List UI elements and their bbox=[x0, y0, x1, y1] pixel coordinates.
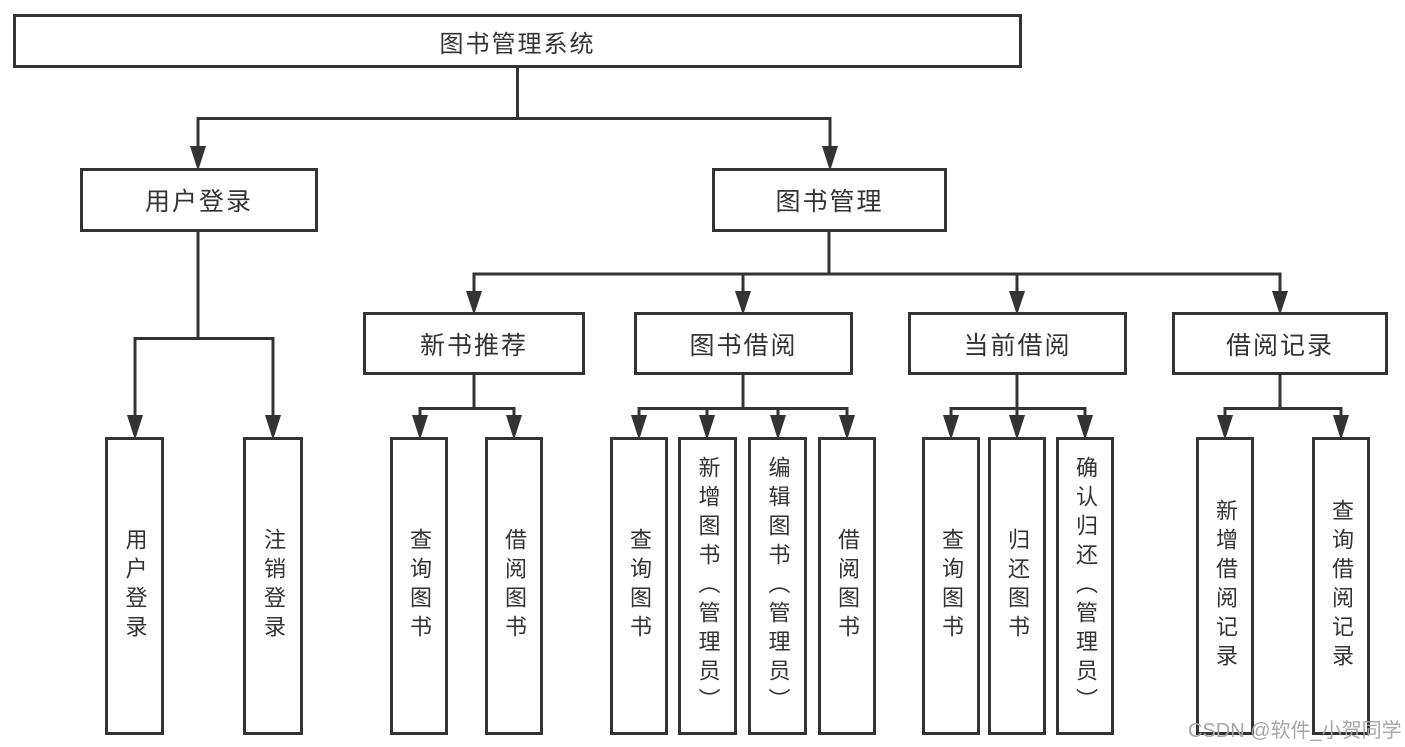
leaf-recommend-query-books-label: 查询图书 bbox=[407, 528, 432, 644]
leaf-recommend-borrow-books-label: 借阅图书 bbox=[502, 528, 527, 644]
leaf-borrowing-add-books-admin: 新增图书（管理员） bbox=[678, 437, 737, 735]
node-book-management-label: 图书管理 bbox=[775, 188, 884, 216]
leaf-records-add-borrow-record: 新增借阅记录 bbox=[1196, 437, 1254, 735]
leaf-borrowing-edit-books-admin-label: 编辑图书（管理员） bbox=[765, 455, 791, 717]
node-library-system-label: 图书管理系统 bbox=[439, 30, 596, 58]
leaf-borrowing-add-books-admin-label: 新增图书（管理员） bbox=[695, 455, 721, 717]
node-book-management: 图书管理 bbox=[712, 168, 947, 232]
leaf-current-return-books: 归还图书 bbox=[988, 437, 1046, 735]
leaf-records-add-borrow-record-label: 新增借阅记录 bbox=[1213, 499, 1238, 673]
leaf-user-login-label: 用户登录 bbox=[122, 528, 148, 644]
node-user-login-label: 用户登录 bbox=[144, 188, 253, 216]
leaf-logout-label: 注销登录 bbox=[261, 528, 286, 644]
node-book-borrowing: 图书借阅 bbox=[634, 312, 853, 375]
leaf-current-confirm-return-admin: 确认归还（管理员） bbox=[1056, 437, 1114, 735]
leaf-records-query-borrow-record: 查询借阅记录 bbox=[1312, 437, 1370, 735]
leaf-current-query-books: 查询图书 bbox=[922, 437, 980, 735]
leaf-recommend-borrow-books: 借阅图书 bbox=[485, 437, 543, 735]
leaf-records-query-borrow-record-label: 查询借阅记录 bbox=[1329, 499, 1354, 673]
node-current-borrowing: 当前借阅 bbox=[908, 312, 1127, 375]
node-library-system: 图书管理系统 bbox=[13, 14, 1022, 68]
node-current-borrowing-label: 当前借阅 bbox=[963, 331, 1072, 360]
node-borrow-records: 借阅记录 bbox=[1172, 312, 1388, 375]
leaf-borrowing-borrow-books-label: 借阅图书 bbox=[835, 528, 860, 644]
node-borrow-records-label: 借阅记录 bbox=[1225, 331, 1334, 360]
leaf-current-confirm-return-admin-label: 确认归还（管理员） bbox=[1073, 455, 1098, 717]
node-new-book-recommend: 新书推荐 bbox=[363, 312, 585, 375]
leaf-borrowing-borrow-books: 借阅图书 bbox=[818, 437, 876, 735]
leaf-recommend-query-books: 查询图书 bbox=[390, 437, 448, 735]
node-user-login: 用户登录 bbox=[80, 168, 318, 232]
leaf-user-login: 用户登录 bbox=[105, 437, 164, 735]
leaf-borrowing-edit-books-admin: 编辑图书（管理员） bbox=[748, 437, 807, 735]
watermark: CSDN @软件_小贺同学 bbox=[1188, 720, 1402, 742]
leaf-borrowing-query-books-label: 查询图书 bbox=[627, 528, 652, 644]
leaf-current-query-books-label: 查询图书 bbox=[939, 528, 964, 644]
node-book-borrowing-label: 图书借阅 bbox=[689, 331, 798, 360]
leaf-logout: 注销登录 bbox=[243, 437, 303, 735]
arrowheads bbox=[127, 146, 1349, 440]
node-new-book-recommend-label: 新书推荐 bbox=[419, 331, 528, 360]
leaf-borrowing-query-books: 查询图书 bbox=[610, 437, 668, 735]
leaf-current-return-books-label: 归还图书 bbox=[1005, 528, 1030, 644]
